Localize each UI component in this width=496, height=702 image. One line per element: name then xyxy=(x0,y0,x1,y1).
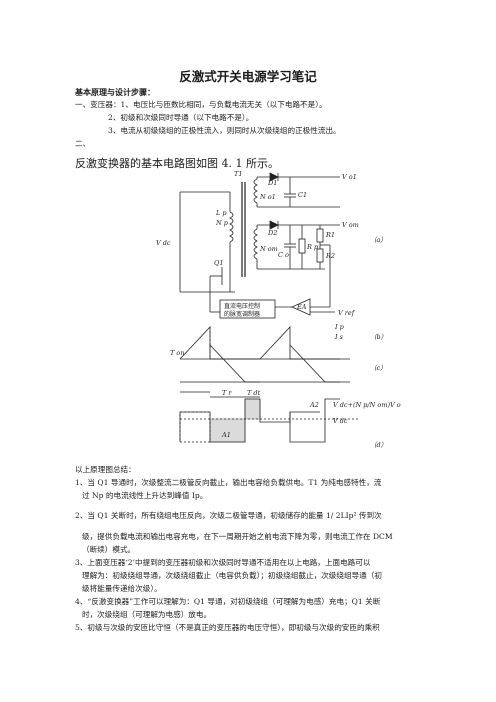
label-tdt: T dt xyxy=(247,389,261,397)
label-q1: Q1 xyxy=(214,259,223,267)
label-r1: R1 xyxy=(325,231,335,239)
label-pwm-line1: 直流电压控制 xyxy=(224,302,260,310)
summary-heading: 以上原理图总结： xyxy=(75,465,136,474)
note-line-10: 时，次级绕组（可理解为电感）放电。 xyxy=(82,610,212,619)
waveform-b xyxy=(179,325,350,360)
note-line-11: 5、初级与次级的安匝比守恒（不是真正的变压器的电压守恒），即初级与次级的安匝的乘… xyxy=(75,623,380,632)
note-line-2: 过 Np 的电流线性上升达到峰值 Ip。 xyxy=(82,491,208,500)
step-line-2: 2、初级和次级同时导通（以下电路不是）。 xyxy=(108,113,254,122)
label-vdc-d: V dc xyxy=(333,417,348,425)
document-title: 反激式开关电源学习笔记 xyxy=(179,69,317,84)
label-vdc: V dc xyxy=(156,239,171,247)
label-ea: EA xyxy=(296,303,307,311)
label-d2: D2 xyxy=(267,229,277,237)
label-ton: T on xyxy=(170,349,185,357)
r1-resistor xyxy=(316,228,324,243)
label-r2: R2 xyxy=(325,252,335,260)
flyback-figure: T1 D1 V o1 N o1 C1 L p N p V dc D2 V om … xyxy=(156,170,401,449)
secondary-1-winding xyxy=(253,178,258,204)
label-no1: N o1 xyxy=(259,193,276,201)
label-lp: L p xyxy=(215,209,227,217)
note-line-8: 级将能量传递给次级）。 xyxy=(82,584,162,593)
rp-resistor xyxy=(298,238,306,254)
figure-caption: 反激变换器的基本电路图如图 4. 1 所示。 xyxy=(75,157,279,170)
label-a2: A2 xyxy=(309,401,319,409)
label-vtop: V dc+(N p/N om)V o xyxy=(333,401,401,409)
primary-winding xyxy=(229,211,234,243)
label-co: C o xyxy=(278,251,289,259)
label-c1: C1 xyxy=(298,191,307,199)
d2-diode xyxy=(269,220,279,230)
label-ip: I p xyxy=(334,323,345,331)
label-c: （c） xyxy=(370,364,387,372)
note-line-1: 1、当 Q1 导通时，次级整流二极管反向截止，输出电容给负载供电。T1 为纯电感… xyxy=(75,478,382,487)
label-pwm-line2: 的脉宽调制器 xyxy=(224,310,260,318)
note-line-4: 级，提供负载电流和输出电容充电，在下一周期开始之前电流下降为零，则电流工作在 D… xyxy=(82,532,393,541)
section-heading: 基本原理与设计步骤： xyxy=(75,87,155,97)
step-line-3: 3、电流从初级绕组的正极性流入，则同时从次级绕组的正极性流出。 xyxy=(108,126,341,135)
label-t1: T1 xyxy=(234,170,242,178)
note-line-6: 3、上面变压器‘2’中提到的变压器初级和次级同时导通不适用在以上电路，上面电路可… xyxy=(75,558,371,567)
label-nom: N om xyxy=(259,245,278,253)
label-is: I s xyxy=(334,333,344,341)
note-line-5: （断续）模式。 xyxy=(82,545,136,554)
area-a2 xyxy=(244,398,261,420)
waveform-d xyxy=(179,398,360,443)
pwm-controller-box xyxy=(219,299,276,319)
label-d: （d） xyxy=(370,441,387,449)
label-tr: T r xyxy=(222,389,232,397)
label-np: N p xyxy=(215,219,229,227)
step-line-1: 一、变压器：1、电压比与匝数比相同，与负载电流无关（以下电路不是）。 xyxy=(75,100,327,109)
waveform-c xyxy=(180,343,350,383)
label-vom: V om xyxy=(342,221,359,229)
label-a: （a） xyxy=(370,236,387,244)
label-vref: V ref xyxy=(338,309,356,317)
label-d1: D1 xyxy=(267,179,277,187)
label-vo1: V o1 xyxy=(342,173,357,181)
step-line-4: 二、 xyxy=(75,139,91,148)
secondary-2-winding xyxy=(253,228,258,260)
note-line-7: 理解为：初级绕组导通，次级绕组截止（电容供负载）；初级绕组截止，次级绕组导通（初 xyxy=(82,571,382,580)
label-rp: R p xyxy=(306,243,319,251)
label-b: （b） xyxy=(370,333,387,341)
d1-diode xyxy=(269,172,279,182)
note-line-9: 4、“反激变换器”工作可以理解为：Q1 导通，对初级绕组（可理解为电感）充电；Q… xyxy=(75,597,381,606)
note-line-3: 2、当 Q1 关断时，所有绕组电压反向，次级二极管导通，初级储存的能量 1/ 2… xyxy=(75,511,382,520)
label-a1: A1 xyxy=(221,431,231,439)
